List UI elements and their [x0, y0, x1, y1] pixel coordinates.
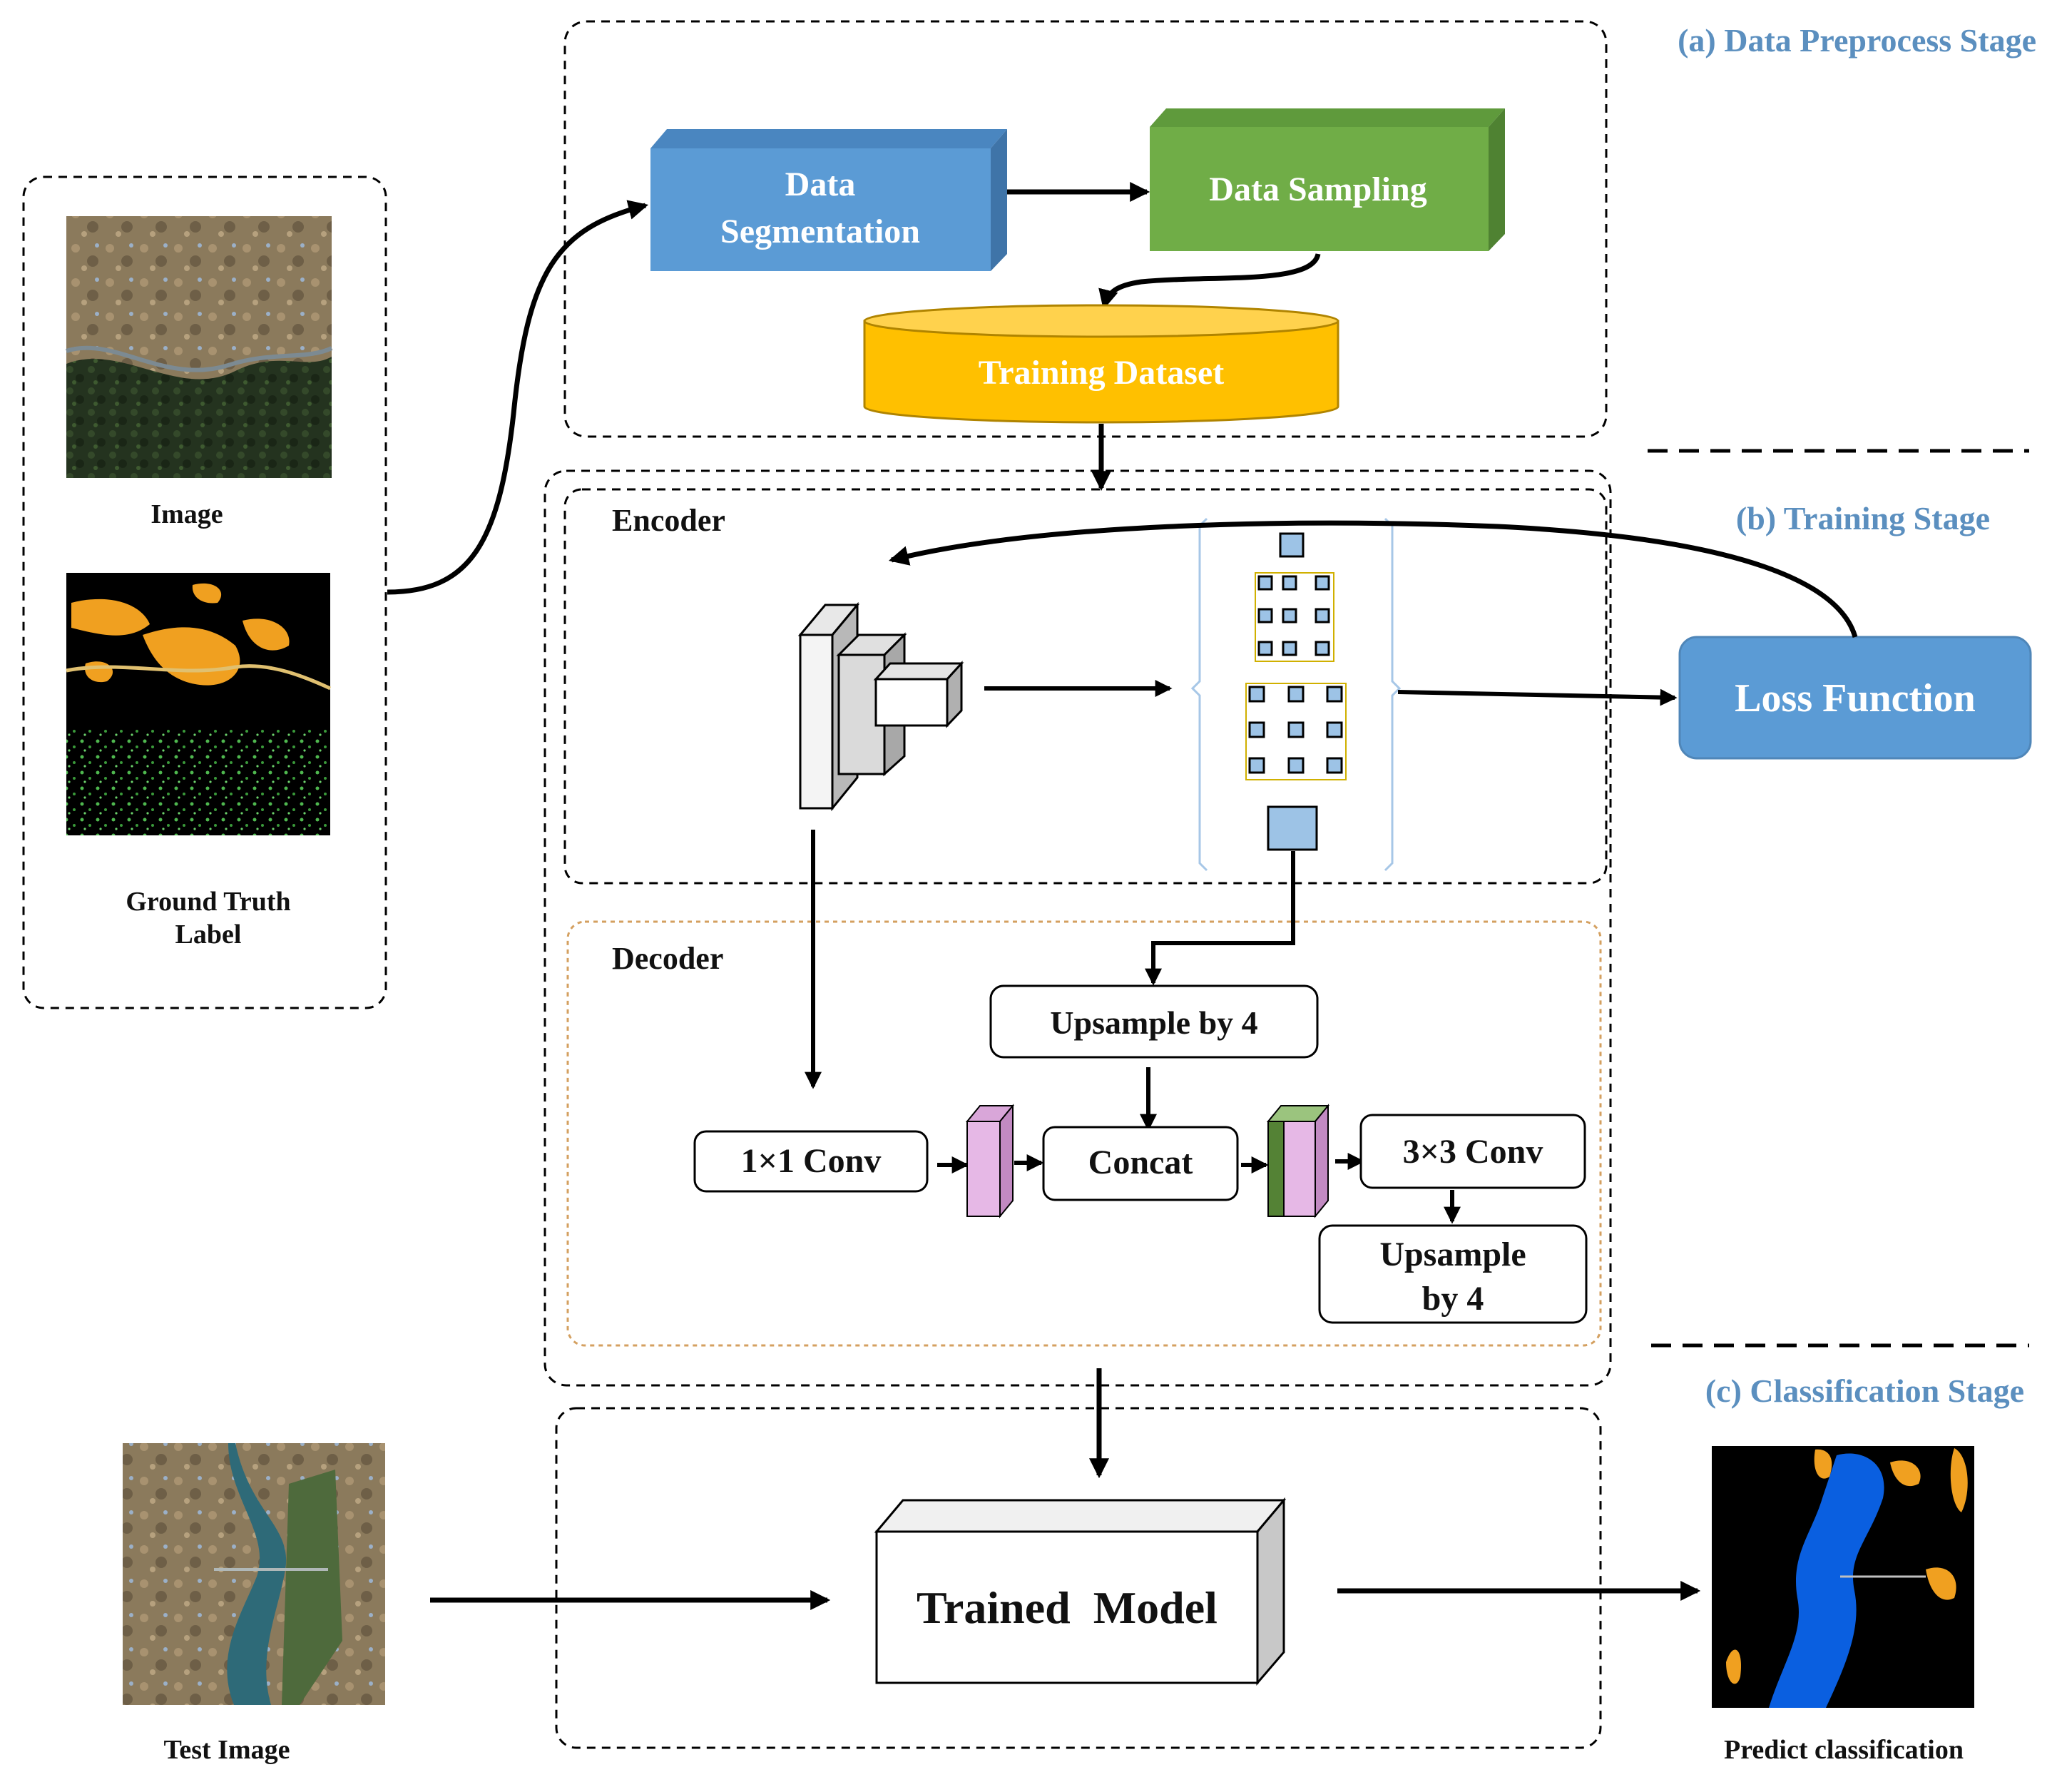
- input-panel-frame: [22, 175, 387, 1009]
- conv3-label: 3×3 Conv: [1403, 1133, 1543, 1171]
- feature-map-stacked: [1266, 1104, 1330, 1218]
- upsample-bottom-box: [1318, 1224, 1588, 1324]
- ground-truth-caption-line2: Label: [175, 920, 242, 950]
- data-sampling-label: Data Sampling: [1209, 170, 1426, 208]
- classification-stage-frame: [555, 1407, 1602, 1749]
- data-segmentation-line2: Segmentation: [720, 213, 920, 250]
- data-sampling-box: [1150, 108, 1505, 251]
- preprocess-stage-frame: [563, 20, 1608, 438]
- training-stage-frame: [543, 469, 1612, 1387]
- data-segmentation-line1: Data: [785, 166, 856, 203]
- prediction-image: [1712, 1446, 1974, 1708]
- arrow-loss-feedback-to-backbone: [888, 520, 1858, 638]
- conv1-label: 1×1 Conv: [741, 1142, 882, 1180]
- arrow-input-to-segmentation: [387, 200, 649, 595]
- ground-truth-caption-line1: Ground Truth: [126, 887, 290, 917]
- aspp-output-square: [1267, 805, 1318, 851]
- decoder-title: Decoder: [612, 941, 723, 976]
- aspp-grid-upper: [1255, 572, 1334, 662]
- aspp-pooling-square: [1279, 532, 1305, 558]
- encoder-frame: [563, 488, 1608, 885]
- input-image-caption: Image: [150, 499, 223, 529]
- training-dataset-label: Training Dataset: [979, 354, 1224, 392]
- data-segmentation-box: [650, 129, 1007, 271]
- feature-map-pink: [965, 1104, 1015, 1218]
- arrow-sampling-to-dataset: [1098, 253, 1321, 310]
- conv3-box: [1359, 1114, 1586, 1189]
- test-image: [123, 1443, 385, 1705]
- conv1-box: [693, 1130, 929, 1193]
- encoder-title: Encoder: [612, 503, 725, 538]
- upsample-bottom-line2: by 4: [1422, 1280, 1484, 1318]
- arrow-aspp-to-upsample: [1145, 851, 1295, 986]
- prediction-caption: Predict classification: [1724, 1735, 1964, 1765]
- encoder-backbone-icon: [797, 601, 964, 812]
- stage-label-preprocess: (a) Data Preprocess Stage: [1678, 22, 2036, 58]
- training-dataset-cylinder: [863, 304, 1339, 424]
- trained-model-box: [874, 1497, 1287, 1686]
- test-image-caption: Test Image: [164, 1735, 290, 1765]
- stage-label-classification: (c) Classification Stage: [1705, 1373, 2024, 1409]
- aspp-grid-lower: [1245, 683, 1347, 780]
- arrow-aspp-to-loss: [1397, 688, 1678, 706]
- trained-model-label: Trained Model: [917, 1582, 1218, 1633]
- ground-truth-label-image: [66, 573, 332, 835]
- concat-label: Concat: [1088, 1144, 1193, 1181]
- upsample-bottom-line1: Upsample: [1379, 1236, 1526, 1273]
- input-image: [66, 216, 333, 478]
- upsample-top-label: Upsample by 4: [1050, 1004, 1257, 1041]
- upsample-top-box: [989, 984, 1319, 1059]
- decoder-frame: [566, 920, 1602, 1347]
- loss-function-label: Loss Function: [1735, 676, 1976, 721]
- concat-box: [1042, 1126, 1239, 1201]
- stage-label-training: (b) Training Stage: [1736, 500, 1990, 536]
